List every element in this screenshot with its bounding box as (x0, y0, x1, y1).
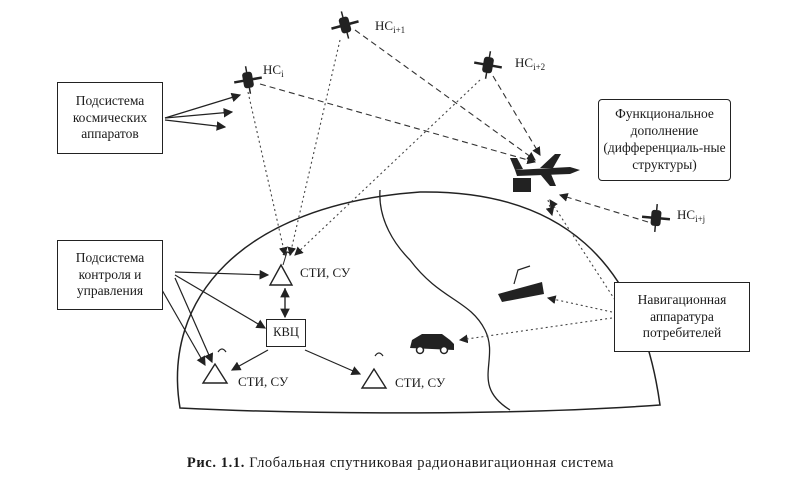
station-bottom-right-label: СТИ, СУ (395, 375, 446, 390)
control-links (161, 92, 362, 376)
station-bottom-left-label: СТИ, СУ (238, 374, 289, 389)
box-user-equipment-label: Навигационная аппаратура потребителей (637, 291, 727, 341)
satellite-hc-i1-label: НСi+1 (375, 18, 406, 35)
nav-links (247, 39, 616, 344)
satellite-links (259, 29, 649, 223)
box-space-subsystem: Подсистема космических аппаратов (57, 82, 163, 154)
earth-dome (176, 191, 661, 414)
box-functional-addition: Функциональное дополнение (дифференциаль… (598, 99, 731, 181)
box-space-subsystem-label: Подсистема космических аппаратов (72, 92, 148, 142)
box-functional-addition-label: Функциональное дополнение (дифференциаль… (603, 106, 726, 172)
car-icon (410, 334, 454, 355)
aircraft-icon (510, 154, 580, 186)
satellite-hc-i2-label: НСi+2 (515, 55, 546, 72)
box-kvc-label: КВЦ (273, 325, 299, 340)
ship-icon (498, 265, 544, 302)
figure-caption-number: Рис. 1.1. (186, 455, 245, 471)
ground-station-icon (513, 178, 531, 192)
satellite-hc-ij-icon (641, 203, 671, 233)
station-top-icon (268, 251, 294, 286)
box-user-equipment: Навигационная аппаратура потребителей (614, 282, 750, 352)
station-bottom-left-icon (201, 348, 229, 384)
figure-caption: Рис. 1.1. Глобальная спутниковая радиона… (0, 455, 801, 472)
satellite-hc-i2-icon (473, 51, 503, 79)
box-kvc: КВЦ (266, 319, 306, 347)
satellite-hc-i1-icon (331, 11, 359, 39)
box-control-subsystem: Подсистема контроля и управления (57, 240, 163, 310)
satellite-hc-i-icon (233, 66, 263, 94)
box-control-subsystem-label: Подсистема контроля и управления (75, 249, 145, 299)
station-top-label: СТИ, СУ (300, 265, 351, 280)
figure-caption-text: Глобальная спутниковая радионавигационна… (249, 455, 615, 471)
station-bottom-right-icon (360, 352, 388, 389)
satellite-hc-i-label: НСi (263, 62, 284, 79)
coastline (379, 189, 511, 411)
satellite-hc-ij-label: НСi+j (677, 207, 706, 224)
